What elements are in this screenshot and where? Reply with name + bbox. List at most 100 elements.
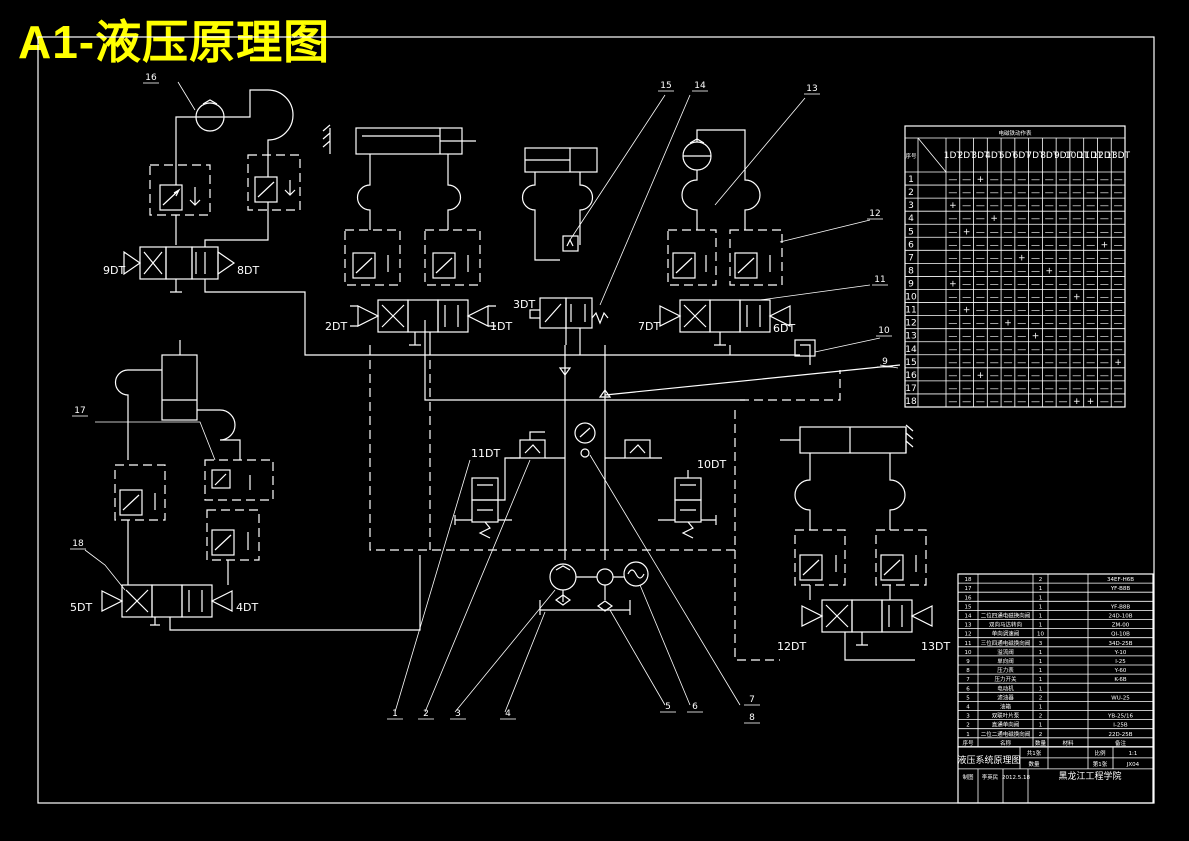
action-table-cell: — <box>1059 240 1068 250</box>
action-table-cell: — <box>990 358 999 368</box>
solenoid-label-12dt: 12DT <box>777 640 806 653</box>
action-table-cell: — <box>1072 306 1081 316</box>
action-table-cell: — <box>1100 227 1109 237</box>
action-table-cell: — <box>962 201 971 211</box>
parts-list-cell: 滤油器 <box>997 693 1014 701</box>
action-table-cell: — <box>990 384 999 394</box>
action-table-cell: — <box>1003 253 1012 263</box>
motor-13 <box>681 129 761 230</box>
action-table-cell: — <box>1114 306 1123 316</box>
action-table-cell: — <box>1072 358 1081 368</box>
action-table-cell: — <box>1045 227 1054 237</box>
parts-list-cell: 双向马达转向 <box>989 621 1022 629</box>
action-table-cell: — <box>1045 371 1054 381</box>
action-table-cell: — <box>1017 201 1026 211</box>
cylinder-3dt <box>521 147 598 261</box>
action-table-cell: — <box>1017 345 1026 355</box>
action-table-cell: — <box>1045 306 1054 316</box>
action-table-cell: — <box>1072 345 1081 355</box>
action-table-cell: — <box>1003 345 1012 355</box>
action-table-cell: — <box>1003 371 1012 381</box>
action-table-cell: — <box>1059 188 1068 198</box>
cylinder-top-center <box>322 124 476 230</box>
action-table-cell: 8 <box>908 266 914 276</box>
parts-list-cell: 24D-10B <box>1109 614 1133 620</box>
parts-list-cell: 直通单向阀 <box>992 721 1020 729</box>
action-table-cell: — <box>1031 280 1040 290</box>
action-table-cell: — <box>1114 332 1123 342</box>
action-table-cell: — <box>962 358 971 368</box>
action-table-cell: — <box>1114 227 1123 237</box>
action-table-cell: 12 <box>905 319 916 329</box>
action-table-cell: — <box>962 371 971 381</box>
action-table-cell: — <box>1114 214 1123 224</box>
action-table-cell: — <box>948 358 957 368</box>
action-table-cell: — <box>1086 201 1095 211</box>
action-table-cell: — <box>1072 214 1081 224</box>
parts-list-cell: 1 <box>1039 705 1043 711</box>
action-table-cell: — <box>976 214 985 224</box>
action-table-cell: 2 <box>908 188 914 198</box>
parts-list-cell: 2 <box>1039 714 1043 720</box>
ratio-label: 比例 <box>1094 749 1106 757</box>
action-table-cell: 16 <box>905 371 917 381</box>
action-table-cell: — <box>1086 253 1095 263</box>
action-table-cell: 3 <box>908 201 914 211</box>
parts-list-cell: 11 <box>965 641 972 647</box>
action-table-header-12: 12DT <box>1092 151 1116 161</box>
action-table-cell: — <box>1059 384 1068 394</box>
parts-list-cell: 二位二通电磁换向阀 <box>981 730 1031 738</box>
action-table-cell: — <box>962 332 971 342</box>
action-table-cell: — <box>948 253 957 263</box>
parts-list-cell: 4 <box>966 705 970 711</box>
action-table-cell: — <box>1100 201 1109 211</box>
action-table-cell: — <box>1017 306 1026 316</box>
action-table-cell: — <box>1086 332 1095 342</box>
school-name: 黑龙江工程学院 <box>1058 770 1121 782</box>
part-number-6: 6 <box>692 702 698 712</box>
part-number-8: 8 <box>749 713 755 723</box>
action-table-cell: — <box>1059 358 1068 368</box>
action-table-cell: — <box>990 371 999 381</box>
parts-list-cell: 2 <box>966 723 970 729</box>
valve-7dt-6dt <box>659 299 791 346</box>
solenoid-label-4dt: 4DT <box>236 601 258 614</box>
cylinder-right <box>780 424 914 530</box>
action-table-header-11: 11DT <box>1079 151 1103 161</box>
action-table-header-6: 6DT <box>1013 151 1032 161</box>
action-table-cell: — <box>1017 266 1026 276</box>
parts-list-footer-cell: 序号 <box>962 739 974 747</box>
action-table-cell: — <box>1072 332 1081 342</box>
action-table-cell: — <box>1072 371 1081 381</box>
action-table-cell: — <box>1031 214 1040 224</box>
action-table-cell: 18 <box>905 397 917 407</box>
action-table-cell: — <box>962 384 971 394</box>
action-table-cell: — <box>948 293 957 303</box>
action-table-cell: — <box>1003 214 1012 224</box>
action-table-cell: — <box>948 397 957 407</box>
action-table-cell: — <box>1031 201 1040 211</box>
action-table-cell: — <box>1031 397 1040 407</box>
action-table-cell: — <box>976 332 985 342</box>
action-table-cell: — <box>1003 306 1012 316</box>
action-table-cell: — <box>948 319 957 329</box>
parts-list-cell: 单向阀 <box>997 657 1014 665</box>
action-table-cell: — <box>1017 188 1026 198</box>
solenoid-label-5dt: 5DT <box>70 601 92 614</box>
action-table-cell: — <box>962 240 971 250</box>
parts-list-footer-cell: 名称 <box>1000 739 1012 747</box>
action-table-cell: — <box>1059 345 1068 355</box>
action-table-cell: — <box>1003 280 1012 290</box>
action-table-cell: — <box>1017 358 1026 368</box>
action-table-cell: — <box>1059 332 1068 342</box>
action-table-cell: + <box>1073 397 1081 407</box>
action-table-cell: — <box>1017 319 1026 329</box>
return-lines <box>369 360 841 661</box>
parts-list-cell: 8 <box>966 668 970 674</box>
action-table-cell: — <box>1086 306 1095 316</box>
action-table-cell: — <box>1100 293 1109 303</box>
